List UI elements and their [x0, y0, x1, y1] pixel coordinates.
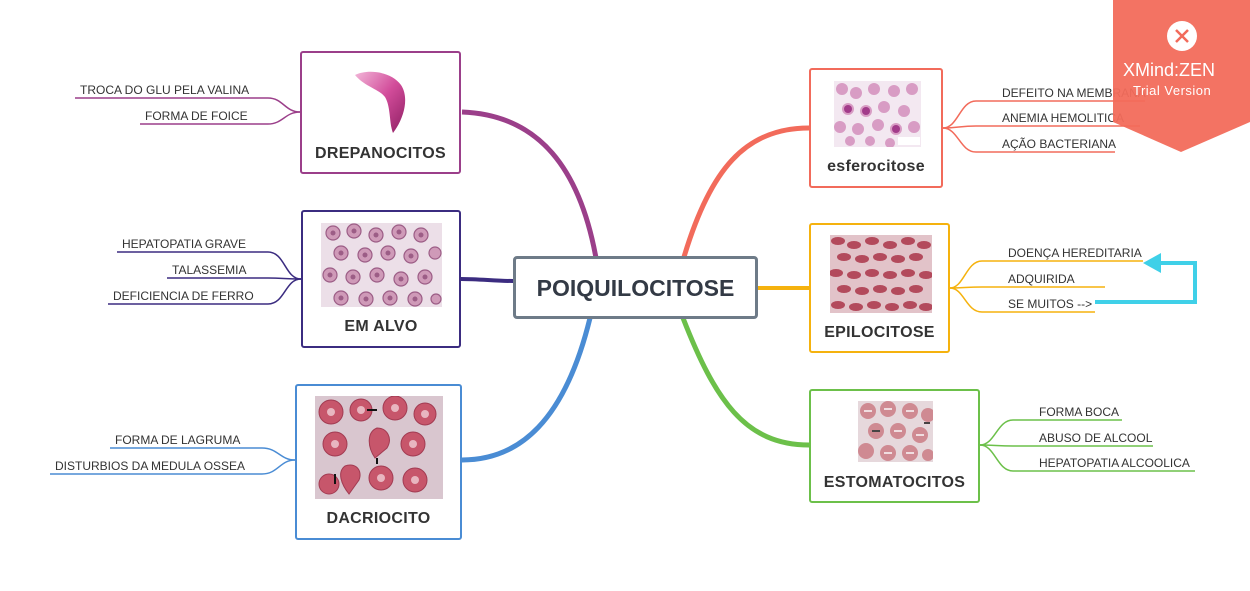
- target-cells-image: [321, 223, 442, 307]
- subtopic-doenca-hereditaria[interactable]: DOENÇA HEREDITARIA: [1008, 246, 1142, 260]
- close-icon: [1167, 21, 1197, 51]
- subtopic-anemia-hemolitica[interactable]: ANEMIA HEMOLITICA: [1002, 111, 1125, 125]
- sub-lines-estomatocitos: [979, 419, 1195, 472]
- branch-line-em-alvo: [460, 277, 514, 283]
- topic-label-esferocitose: esferocitose: [827, 158, 925, 175]
- teardrop-cells-image: [315, 396, 443, 499]
- subtopic-deficiencia-de-ferro[interactable]: DEFICIENCIA DE FERRO: [113, 289, 254, 303]
- sub-lines-esferocitose: [942, 100, 1145, 153]
- branch-line-dacriocito: [461, 317, 593, 463]
- subtopic-forma-de-foice[interactable]: FORMA DE FOICE: [145, 109, 248, 123]
- topic-drepanocitos[interactable]: DREPANOCITOS: [300, 51, 461, 174]
- sickle-cell-image: [355, 71, 406, 133]
- topic-estomatocitos[interactable]: ESTOMATOCITOS: [809, 389, 980, 503]
- sub-lines-em-alvo: [108, 251, 302, 305]
- watermark-badge: [1113, 0, 1250, 152]
- subtopic-adquirida[interactable]: ADQUIRIDA: [1008, 272, 1075, 286]
- stomatocytes-image: [858, 401, 933, 462]
- subtopic-forma-boca[interactable]: FORMA BOCA: [1039, 405, 1120, 419]
- subtopic-defeito-membrana[interactable]: DEFEITO NA MEMBRANA: [1002, 86, 1146, 100]
- trial-watermark: XMind:ZEN Trial Version: [1113, 0, 1250, 152]
- sub-lines-dacriocito: [50, 447, 296, 475]
- branch-line-estomatocitos: [680, 317, 810, 448]
- subtopic-troca-glu[interactable]: TROCA DO GLU PELA VALINA: [80, 83, 250, 97]
- sub-lines-epilocitose: [949, 260, 1143, 313]
- topic-label-estomatocitos: ESTOMATOCITOS: [823, 474, 966, 491]
- topic-epilocitose[interactable]: EPILOCITOSE: [809, 223, 950, 353]
- elliptocytes-image: [830, 235, 932, 313]
- topic-label-drepanocitos: DREPANOCITOS: [314, 145, 447, 162]
- central-topic[interactable]: POIQUILOCITOSE: [513, 256, 758, 319]
- subtopic-disturbios-medula[interactable]: DISTURBIOS DA MEDULA OSSEA: [55, 459, 246, 473]
- branch-line-drepanocitos: [461, 109, 599, 259]
- relationship-arrow: [1095, 253, 1197, 304]
- subtopic-acao-bacteriana[interactable]: AÇÃO BACTERIANA: [1002, 137, 1117, 151]
- watermark-edition: Trial Version: [1133, 83, 1212, 98]
- topic-label-epilocitose: EPILOCITOSE: [824, 324, 935, 341]
- topic-esferocitose[interactable]: esferocitose: [809, 68, 943, 188]
- subtopic-hepatopatia-grave[interactable]: HEPATOPATIA GRAVE: [122, 237, 247, 251]
- watermark-brand: XMind:ZEN: [1123, 60, 1216, 80]
- topic-label-em-alvo: EM ALVO: [344, 318, 418, 335]
- subtopic-forma-de-lagruma[interactable]: FORMA DE LAGRUMA: [115, 433, 241, 447]
- topic-dacriocito[interactable]: DACRIOCITO: [295, 384, 462, 540]
- topic-label-dacriocito: DACRIOCITO: [326, 510, 431, 527]
- topic-em-alvo[interactable]: EM ALVO: [301, 210, 461, 348]
- subtopic-hepatopatia-alcoolica[interactable]: HEPATOPATIA ALCOOLICA: [1039, 456, 1190, 470]
- subtopic-se-muitos[interactable]: SE MUITOS -->: [1008, 297, 1093, 311]
- spherocytes-image: [834, 81, 921, 147]
- central-topic-label: POIQUILOCITOSE: [536, 275, 735, 301]
- sub-lines-drepanocitos: [75, 97, 301, 125]
- subtopic-talassemia[interactable]: TALASSEMIA: [172, 263, 247, 277]
- subtopic-abuso-de-alcool[interactable]: ABUSO DE ALCOOL: [1039, 431, 1153, 445]
- branch-line-esferocitose: [681, 125, 810, 258]
